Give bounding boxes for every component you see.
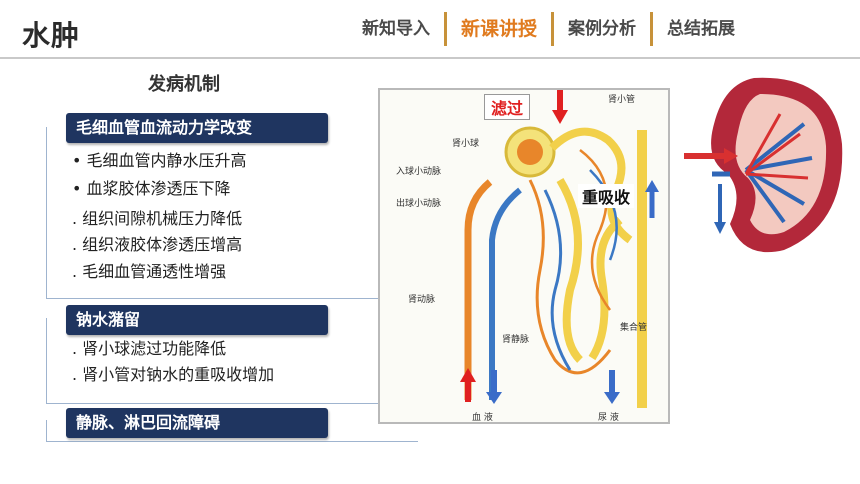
nav-item-summary[interactable]: 总结拓展: [667, 19, 736, 39]
page-title: 水肿: [22, 19, 81, 52]
label-efferent: 出球小动脉: [396, 197, 441, 209]
group-outline-1: [46, 127, 378, 299]
list-item: . 组织间隙机械压力降低: [72, 209, 243, 228]
filtration-tag: 滤过: [484, 94, 531, 120]
header-divider: [0, 57, 860, 59]
nav-item-lesson[interactable]: 新课讲授: [461, 18, 538, 40]
group-outline-3: [46, 420, 418, 442]
label-urine: 尿 液: [598, 411, 619, 423]
list-item: . 毛细血管通透性增强: [72, 262, 227, 281]
list-item: • 血浆胶体渗透压下降: [72, 179, 231, 198]
label-tubule: 肾小管: [608, 93, 635, 105]
label-blood: 血 液: [472, 411, 493, 423]
list-item: • 毛细血管内静水压升高: [72, 151, 247, 170]
label-glomerulus: 肾小球: [452, 137, 479, 149]
list-item: . 肾小管对钠水的重吸收增加: [72, 365, 275, 384]
label-renal-artery: 肾动脉: [408, 293, 435, 305]
nav-item-cases[interactable]: 案例分析: [568, 19, 637, 39]
nav-divider: [551, 12, 555, 46]
group-outline-2: [46, 318, 378, 404]
nephron-illustration: 肾小管 肾小球 入球小动脉 出球小动脉 肾动脉 肾静脉 集合管 血 液 尿 液: [396, 90, 659, 423]
list-item: . 组织液胶体渗透压增高: [72, 235, 243, 254]
section-nav: 新知导入 新课讲授 案例分析 总结拓展: [362, 12, 735, 46]
nav-divider: [444, 12, 447, 46]
label-renal-vein: 肾静脉: [502, 333, 529, 345]
label-collecting-duct: 集合管: [620, 321, 647, 333]
section-bar-venous-lymph: 静脉、淋巴回流障碍: [66, 408, 328, 438]
label-afferent: 入球小动脉: [396, 165, 441, 177]
kidney-illustration: [684, 74, 846, 262]
reabsorption-tag: 重吸收: [578, 184, 635, 208]
list-item: . 肾小球滤过功能降低: [72, 339, 227, 358]
section-bar-sodium-water: 钠水潴留: [66, 305, 328, 335]
section-bar-hemodynamics: 毛细血管血流动力学改变: [66, 113, 328, 143]
nephron-diagram: 肾小管 肾小球 入球小动脉 出球小动脉 肾动脉 肾静脉 集合管 血 液 尿 液 …: [378, 88, 670, 424]
nav-item-intro[interactable]: 新知导入: [362, 19, 430, 39]
nav-divider: [650, 12, 654, 46]
section-heading: 发病机制: [148, 74, 220, 95]
